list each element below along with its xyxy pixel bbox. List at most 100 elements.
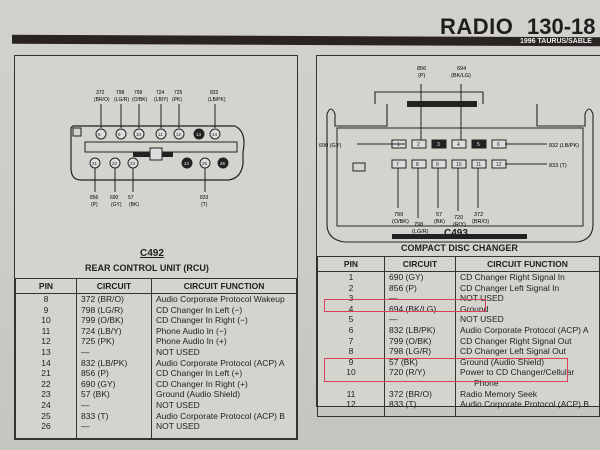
c492-wire-color: (GY) <box>111 202 122 208</box>
function-cell: Audio Corporate Protocol (ACP) B <box>151 410 297 422</box>
function-cell-text: Audio Corporate Protocol Wakeup <box>156 294 285 304</box>
pin-cell-text: 8 <box>348 346 354 357</box>
pin-cell-text: 10 <box>41 315 51 326</box>
circuit-cell-text: — <box>81 399 90 410</box>
c492-wire-circuit: 372 <box>96 90 105 96</box>
c492-pin-number: 9 <box>118 132 121 137</box>
label-p4-color: (BK/LG) <box>451 73 471 79</box>
circuit-cell-text: 799 (O/BK) <box>389 335 432 346</box>
c492-pin <box>155 128 167 140</box>
c492-pin-number: 25 <box>202 161 208 166</box>
function-cell-text: NOT USED <box>460 293 504 304</box>
table-row: 26—NOT USED <box>15 421 297 432</box>
c493-pin-number: 5 <box>477 142 480 148</box>
circuit-cell-text: 832 (LB/PK) <box>389 324 436 335</box>
function-cell: Audio Corporate Protocol (ACP) A <box>455 324 600 336</box>
circuit-cell-text: 372 (BR/O) <box>389 388 432 399</box>
circuit-cell: 798 (LG/R) <box>76 304 152 316</box>
pin-cell: 11 <box>317 388 385 400</box>
function-cell-text: NOT USED <box>156 421 200 432</box>
pin-cell-text: 21 <box>41 368 51 379</box>
function-cell: CD Changer In Right (−) <box>151 315 297 326</box>
c492-wire-circuit: 833 <box>200 195 209 201</box>
c492-wire-circuit: 799 <box>134 90 143 96</box>
circuit-cell: 832 (LB/PK) <box>76 357 152 369</box>
pin-cell-text: 2 <box>348 282 354 293</box>
circuit-cell-text: 832 (LB/PK) <box>81 357 128 368</box>
c492-pin <box>89 157 101 169</box>
circuit-cell: — <box>76 421 152 432</box>
circuit-cell: — <box>384 314 456 325</box>
c492-pin-number: 12 <box>176 132 182 137</box>
c492-pin <box>95 128 107 140</box>
circuit-cell: 690 (GY) <box>76 378 152 390</box>
function-cell: NOT USED <box>151 399 297 411</box>
pin-cell-text: 6 <box>348 324 354 335</box>
table-row: 6 832 (LB/PK) Audio Corporate Protocol (AC… <box>317 324 600 336</box>
function-cell-text: Audio Corporate Protocol (ACP) A <box>156 357 285 368</box>
c492-wire-color: (BR/O) <box>94 97 110 103</box>
c492-pin <box>193 128 205 140</box>
pin-cell: 7 <box>317 335 385 347</box>
c493-pin-number: 3 <box>437 142 440 148</box>
c492-pin-number: 10 <box>136 132 142 137</box>
circuit-cell-text: 57 (BK) <box>81 389 110 400</box>
circuit-cell: 799 (O/BK) <box>76 315 152 326</box>
c493-pin-number: 12 <box>496 162 502 168</box>
c492-wire-circuit: 690 <box>110 195 119 201</box>
pin-cell-text: 22 <box>41 378 51 389</box>
label-p10-circuit: 720 <box>454 215 463 221</box>
c493-pin <box>451 159 467 169</box>
function-cell: NOT USED <box>455 293 600 304</box>
c493-pin <box>451 139 467 149</box>
c492-pin-number: 11 <box>158 132 163 137</box>
function-cell-text: CD Changer In Right (+) <box>156 378 248 389</box>
c492-wire-color: (P) <box>91 202 98 208</box>
c493-pin <box>411 159 427 169</box>
c492-wire-color: (O/BK) <box>132 97 148 103</box>
pin-cell: 22 <box>15 378 77 390</box>
label-p7-circuit: 799 <box>394 212 403 218</box>
c492-pin <box>173 128 185 140</box>
function-cell: Ground (Audio Shield) <box>455 356 600 368</box>
c492-pin-number: 21 <box>92 161 98 166</box>
c492-wire-color: (LB/PK) <box>208 97 226 103</box>
function-cell-text: Audio Corporate Protocol (ACP) B <box>156 410 285 421</box>
c492-wire-circuit: 724 <box>156 90 165 96</box>
model-label: 1996 TAURUS/SABLE <box>520 38 592 45</box>
function-cell-text: Radio Memory Seek <box>460 388 538 399</box>
pin-cell: 8 <box>15 293 77 305</box>
c492-wire-color: (LB/Y) <box>154 97 169 103</box>
c493-title: COMPACT DISC CHANGER <box>401 243 518 253</box>
c492-top-pins: 372(BR/O)8798(LG/R)9799(O/BK)10724(LB/Y)… <box>94 90 226 140</box>
pin-cell: 21 <box>15 368 77 379</box>
circuit-cell: 798 (LG/R) <box>384 346 456 357</box>
function-cell-text: NOT USED <box>460 314 504 325</box>
c493-shell <box>326 91 594 243</box>
circuit-cell: 856 (P) <box>384 282 456 294</box>
function-cell-text: Audio Corporate Protocol (ACP) B <box>460 399 589 410</box>
header-circuit: CIRCUIT <box>76 278 152 294</box>
circuit-cell-text: 856 (P) <box>81 368 109 379</box>
table-row: 22 690 (GY) CD Changer In Right (+) <box>15 378 297 390</box>
pin-cell: 11 <box>15 325 77 337</box>
c492-wire-circuit: 832 <box>210 90 219 96</box>
c493-pin-number: 1 <box>397 142 400 148</box>
pin-cell-text: 9 <box>348 356 354 367</box>
circuit-cell-text: 799 (O/BK) <box>81 315 124 326</box>
pin-cell-text: 9 <box>43 304 49 315</box>
pin-cell-text: 10 <box>346 367 356 378</box>
pin-cell-text: 12 <box>41 336 51 347</box>
label-p8-color: (LG/R) <box>412 229 429 235</box>
pin-cell-text: 25 <box>41 410 51 421</box>
pin-cell-text: 1 <box>348 272 354 282</box>
function-cell-text: CD Changer In Right (−) <box>156 315 248 326</box>
label-p10-color: (R/Y) <box>453 222 466 228</box>
